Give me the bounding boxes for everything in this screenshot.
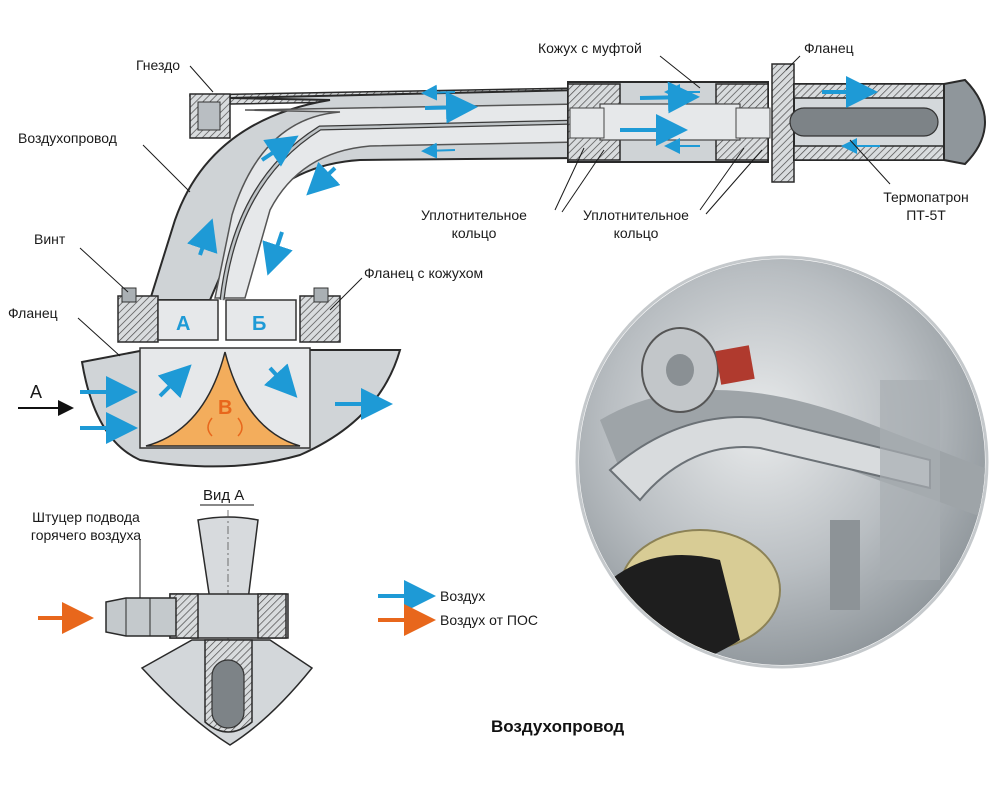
fitting-body bbox=[105, 597, 177, 637]
label-seal-ring-1-line2: кольцо bbox=[452, 225, 497, 241]
photo-red-plate bbox=[715, 345, 755, 385]
legend-air-label: Воздух bbox=[440, 588, 485, 604]
flange-block-left bbox=[117, 295, 159, 343]
right-cap bbox=[943, 78, 987, 166]
zone-b-box bbox=[225, 299, 297, 341]
pipe-inner-channel bbox=[214, 103, 581, 299]
label-seal-ring-2-line2: кольцо bbox=[614, 225, 659, 241]
label-thermocouple-line1: Термопатрон bbox=[883, 189, 969, 205]
return-flow-arrows bbox=[421, 84, 880, 159]
air-flow-arrows bbox=[80, 76, 878, 444]
label-flange-top: Фланец bbox=[804, 40, 854, 56]
engine-photo bbox=[575, 255, 989, 669]
label-fitting-line1: Штуцер подвода bbox=[32, 509, 140, 525]
label-view-a: Вид А bbox=[203, 487, 244, 504]
label-air-duct: Воздухопровод bbox=[18, 130, 117, 146]
flange-block-right bbox=[299, 295, 341, 343]
label-seal-ring-2-line1: Уплотнительное bbox=[583, 207, 689, 223]
view-a-oval bbox=[211, 659, 245, 729]
zone-b-label: Б bbox=[252, 313, 266, 335]
label-casing-coupling: Кожух с муфтой bbox=[538, 40, 642, 56]
screw-left bbox=[121, 287, 137, 303]
label-fitting-line2: горячего воздуха bbox=[31, 527, 141, 543]
label-flange-casing: Фланец с кожухом bbox=[364, 265, 483, 281]
leader-lines bbox=[77, 55, 891, 357]
thermocouple-rod bbox=[789, 107, 939, 137]
diagram-title: Воздухопровод bbox=[491, 717, 624, 736]
label-socket: Гнездо bbox=[136, 57, 180, 73]
label-thermocouple-line2: ПТ-5Т bbox=[906, 207, 946, 223]
label-flange-left: Фланец bbox=[8, 305, 58, 321]
zone-a-label: А bbox=[176, 313, 190, 335]
zone-v-fill bbox=[145, 351, 301, 447]
screw-right bbox=[313, 287, 329, 303]
label-arrow-a: А bbox=[30, 382, 42, 402]
legend: Воздух Воздух от ПОС bbox=[378, 580, 538, 636]
zone-v-label: В bbox=[218, 397, 232, 419]
legend-pos-air-label: Воздух от ПОС bbox=[440, 612, 538, 628]
label-screw: Винт bbox=[34, 231, 66, 247]
zone-a-box bbox=[157, 299, 219, 341]
label-seal-ring-1-line1: Уплотнительное bbox=[421, 207, 527, 223]
view-a: Вид А bbox=[38, 487, 314, 746]
